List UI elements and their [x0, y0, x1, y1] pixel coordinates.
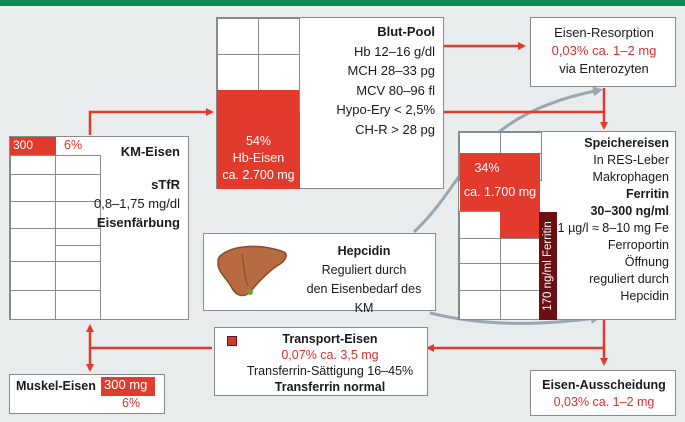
ferroportin-label: Ferroportin	[607, 238, 669, 252]
transferrin-saturation: Transferrin-Sättigung 16–45%	[246, 364, 414, 378]
hb-iron-label: Hb-Eisen	[232, 151, 285, 165]
blood-pool-title: Blut-Pool	[377, 24, 435, 39]
excretion-box: Eisen-Ausscheidung 0,03% ca. 1–2 mg	[530, 370, 676, 416]
transport-iron-box: Transport-Eisen 0,07% ca. 3,5 mg Transfe…	[214, 327, 428, 396]
bone-marrow-percent: 6%	[64, 138, 83, 152]
iron-staining-label: Eisenfärbung	[96, 215, 180, 230]
transport-to-km-arrow	[86, 324, 212, 350]
hepcidin-box: Hepcidin Reguliert durch den Eisenbedarf…	[203, 233, 436, 315]
km-to-blood-arrow	[88, 108, 214, 135]
storage-iron-percent: 34%	[474, 161, 500, 175]
blood-pool-box: 54% Hb-Eisen ca. 2.700 mg Blut-Pool Hb 1…	[216, 17, 444, 189]
transport-iron-title: Transport-Eisen	[282, 332, 378, 346]
ferroportin-hepcidin: Hepcidin	[620, 289, 669, 303]
ferroportin-opening: Öffnung	[624, 255, 669, 269]
transport-iron-marker	[227, 336, 237, 346]
resorption-via: via Enterozyten	[559, 61, 649, 76]
storage-iron-amount: ca. 1.700 mg	[463, 185, 537, 199]
resorption-box: Eisen-Resorption 0,03% ca. 1–2 mg via En…	[530, 17, 676, 87]
transferrin-normal: Transferrin normal	[274, 380, 386, 394]
transport-iron-amount: 0,07% ca. 3,5 mg	[281, 348, 379, 362]
ferritin-range: 30–300 ng/ml	[590, 204, 669, 218]
liver-icon	[217, 245, 287, 297]
resorption-amount: 0,03% ca. 1–2 mg	[551, 43, 657, 58]
blood-pool-chr: CH-R > 28 pg	[355, 121, 435, 137]
header-bar	[0, 0, 685, 6]
ferritin-level-bar: 170 ng/ml Ferritin	[539, 212, 557, 320]
muscle-iron-box: Muskel-Eisen 300 mg 6%	[9, 374, 165, 414]
storage-macrophages: Makrophagen	[592, 170, 669, 184]
muscle-iron-mg-tag: 300 mg	[101, 377, 155, 396]
storage-res-liver: In RES-Leber	[593, 153, 669, 167]
muscle-iron-percent: 6%	[122, 396, 141, 410]
muscle-iron-title: Muskel-Eisen	[16, 379, 96, 393]
hepcidin-line1: Reguliert durch	[321, 263, 407, 277]
resorption-title: Eisen-Resorption	[554, 25, 654, 40]
hepcidin-title: Hepcidin	[337, 244, 391, 258]
excretion-title: Eisen-Ausscheidung	[542, 378, 666, 392]
blood-pool-hypo-ery: Hypo-Ery < 2,5%	[336, 102, 435, 117]
bone-marrow-mg-tag: 300 mg	[10, 137, 56, 168]
ferritin-conversion: 1 µg/l ≈ 8–10 mg Fe	[557, 221, 669, 235]
hb-iron-amount: ca. 2.700 mg	[222, 168, 295, 182]
blood-pool-hb: Hb 12–16 g/dl	[354, 43, 435, 59]
blood-pool-mch: MCH 28–33 pg	[347, 63, 435, 78]
blood-pool-mcv: MCV 80–96 fl	[356, 82, 435, 98]
ferritin-level-label: 170 ng/ml Ferritin	[542, 221, 554, 311]
storage-iron-fill	[460, 153, 540, 211]
excretion-amount: 0,03% ca. 1–2 mg	[553, 395, 655, 409]
bone-marrow-title: KM-Eisen	[120, 144, 180, 159]
stfr-label: sTfR	[151, 177, 180, 192]
hepcidin-line2: den Eisenbedarf des KM	[306, 282, 422, 315]
storage-iron-title: Speichereisen	[584, 136, 669, 150]
hb-iron-percent: 54%	[245, 134, 272, 148]
ferroportin-regulated: reguliert durch	[589, 272, 669, 286]
bone-marrow-iron-box: 300 mg 6% KM-Eisen sTfR 0,8–1,75 mg/dl E…	[9, 136, 189, 320]
stfr-range: 0,8–1,75 mg/dl	[93, 196, 180, 211]
ferritin-title: Ferritin	[625, 187, 669, 201]
storage-iron-box: 34% ca. 1.700 mg 170 ng/ml Ferritin Spei…	[458, 131, 676, 320]
